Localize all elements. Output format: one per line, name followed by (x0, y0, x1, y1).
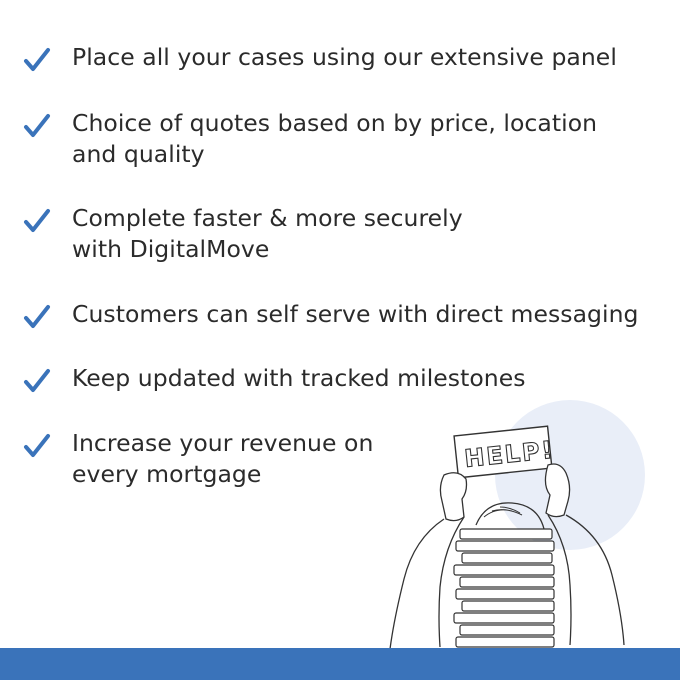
left-hand (439, 472, 468, 522)
help-sign-illustration: HELP! (389, 400, 645, 650)
hair-lines (483, 506, 523, 518)
check-icon (24, 114, 50, 137)
feature-item-complete: Complete faster & more securely with Dig… (22, 203, 463, 265)
feature-text: Complete faster & more securely with Dig… (72, 203, 463, 265)
feature-text: Increase your revenue on every mortgage (72, 428, 373, 490)
feature-line: with DigitalMove (72, 235, 270, 263)
feature-text: Place all your cases using our extensive… (72, 42, 617, 73)
right-hand (544, 463, 571, 518)
feature-item-messaging: Customers can self serve with direct mes… (22, 299, 639, 331)
left-arm (389, 518, 445, 650)
left-sleeve (438, 516, 465, 648)
right-arm (565, 514, 625, 646)
check-icon (24, 48, 50, 71)
feature-text: Choice of quotes based on by price, loca… (72, 108, 597, 170)
feature-text: Customers can self serve with direct mes… (72, 299, 639, 330)
feature-line: Customers can self serve with direct mes… (72, 300, 639, 328)
check-icon (24, 434, 50, 457)
feature-line: Choice of quotes based on by price, loca… (72, 109, 598, 137)
background-circle (495, 400, 645, 550)
check-icon (24, 209, 50, 232)
help-sign (453, 425, 553, 479)
head (475, 502, 545, 530)
feature-item-milestones: Keep updated with tracked milestones (22, 363, 526, 395)
right-sleeve (547, 514, 572, 646)
feature-item-panel: Place all your cases using our extensive… (22, 42, 617, 74)
feature-line: Place all your cases using our extensive… (72, 43, 617, 71)
feature-item-revenue: Increase your revenue on every mortgage (22, 428, 373, 490)
feature-item-quotes: Choice of quotes based on by price, loca… (22, 108, 597, 170)
footer-bar (0, 648, 680, 680)
feature-text: Keep updated with tracked milestones (72, 363, 526, 394)
feature-line: every mortgage (72, 460, 262, 488)
feature-line: Keep updated with tracked milestones (72, 364, 526, 392)
feature-line: Complete faster & more securely (72, 204, 463, 232)
feature-line: Increase your revenue on (72, 429, 374, 457)
paper-stack (453, 528, 555, 648)
check-icon (24, 369, 50, 392)
check-icon (24, 305, 50, 328)
feature-line: and quality (72, 140, 205, 168)
